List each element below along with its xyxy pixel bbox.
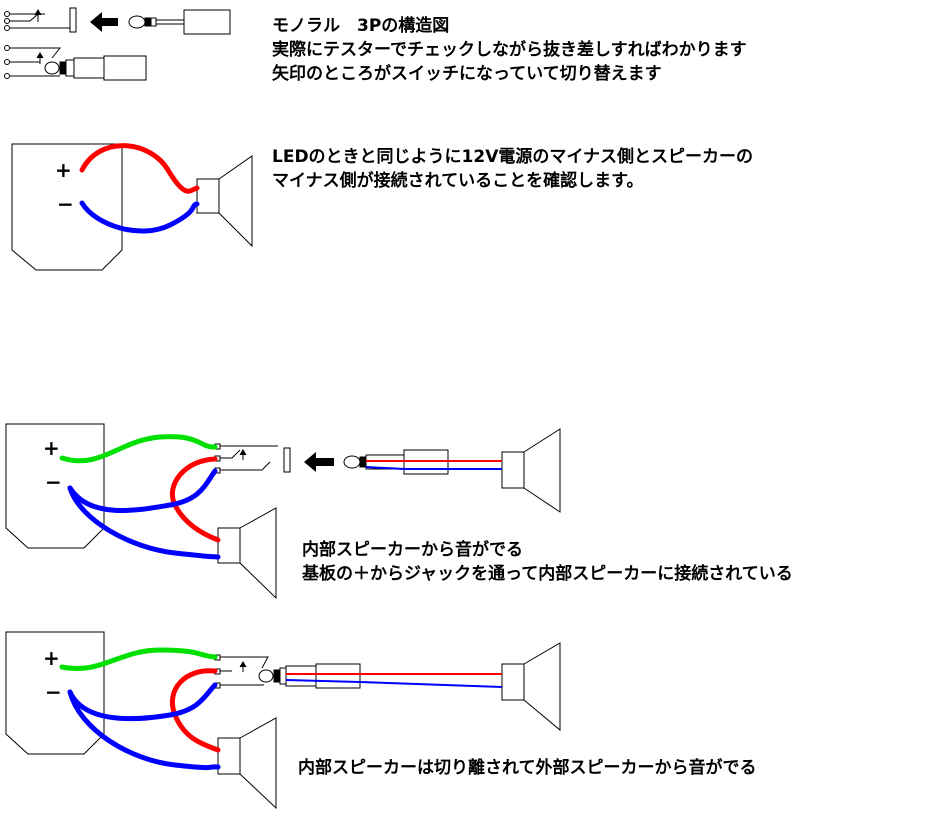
external-speaker-3 xyxy=(501,642,561,732)
signal-wire-3 xyxy=(59,647,218,671)
minus-label-1: − xyxy=(57,192,74,216)
minus-label-3: − xyxy=(45,680,62,704)
jack-3 xyxy=(214,654,361,689)
jack-terminal xyxy=(4,45,10,51)
signal-wire-2 xyxy=(59,434,218,464)
insert-arrow-icon xyxy=(90,12,118,32)
board-outline-2 xyxy=(5,423,105,549)
jack-structure-inserted xyxy=(4,45,147,81)
header-title: モノラル 3Pの構造図 xyxy=(272,16,450,36)
plug-tip xyxy=(258,669,274,683)
negative-wire-1 xyxy=(79,200,200,234)
board-outline-3 xyxy=(5,631,105,755)
internal-speaker-3 xyxy=(217,717,277,810)
header-line-3: 矢印のところがスイッチになっていて切り替えます xyxy=(272,64,662,84)
external-negative-wire-3 xyxy=(285,679,503,688)
internal-speaker-2 xyxy=(217,507,277,600)
external-speaker-2 xyxy=(501,428,561,513)
plug-icon xyxy=(128,9,231,35)
jack-contact-lines xyxy=(10,13,70,29)
plus-label-3: + xyxy=(43,646,60,670)
switch-arrow-icon xyxy=(239,661,247,672)
header-line-2: 実際にテスターでチェックしながら抜き差しすればわかります xyxy=(272,40,747,60)
section1-note-line-2: マイナス側が接続されていることを確認します。 xyxy=(272,171,644,191)
jack-2 xyxy=(214,443,291,474)
section1-note-line-1: LEDのときと同じように12V電源のマイナス側とスピーカーの xyxy=(272,147,754,167)
jack-structure-top xyxy=(4,7,77,33)
section3-note-line-1: 内部スピーカーは切り離されて外部スピーカーから音がでる xyxy=(298,758,757,778)
plus-label-2: + xyxy=(43,436,60,460)
minus-label-2: − xyxy=(45,470,62,494)
positive-wire-1 xyxy=(79,143,200,194)
jack-terminal xyxy=(4,11,10,17)
negative-wire-3a xyxy=(67,682,218,722)
jack-terminal xyxy=(4,73,10,79)
switch-arrow-icon xyxy=(36,52,44,64)
plus-label-1: + xyxy=(55,158,72,182)
switch-arrow-icon xyxy=(34,9,42,22)
negative-wire-2a xyxy=(67,468,218,514)
section2-note-line-1: 内部スピーカーから音がでる xyxy=(302,540,523,560)
insert-arrow-icon xyxy=(304,452,334,472)
negative-wire-3b xyxy=(67,689,221,771)
plug-tip xyxy=(44,61,60,75)
external-negative-wire-2 xyxy=(365,466,502,470)
jack-terminal xyxy=(4,25,10,31)
switch-arrow-icon xyxy=(239,449,247,460)
positive-wire-2 xyxy=(169,456,221,543)
speaker-1 xyxy=(196,155,253,248)
jack-terminal xyxy=(4,18,10,24)
jack-body xyxy=(69,7,77,33)
section2-note-line-2: 基板の＋からジャックを通って内部スピーカーに接続されている xyxy=(302,564,793,584)
negative-wire-2b xyxy=(67,485,221,560)
jack-terminal xyxy=(4,59,10,65)
